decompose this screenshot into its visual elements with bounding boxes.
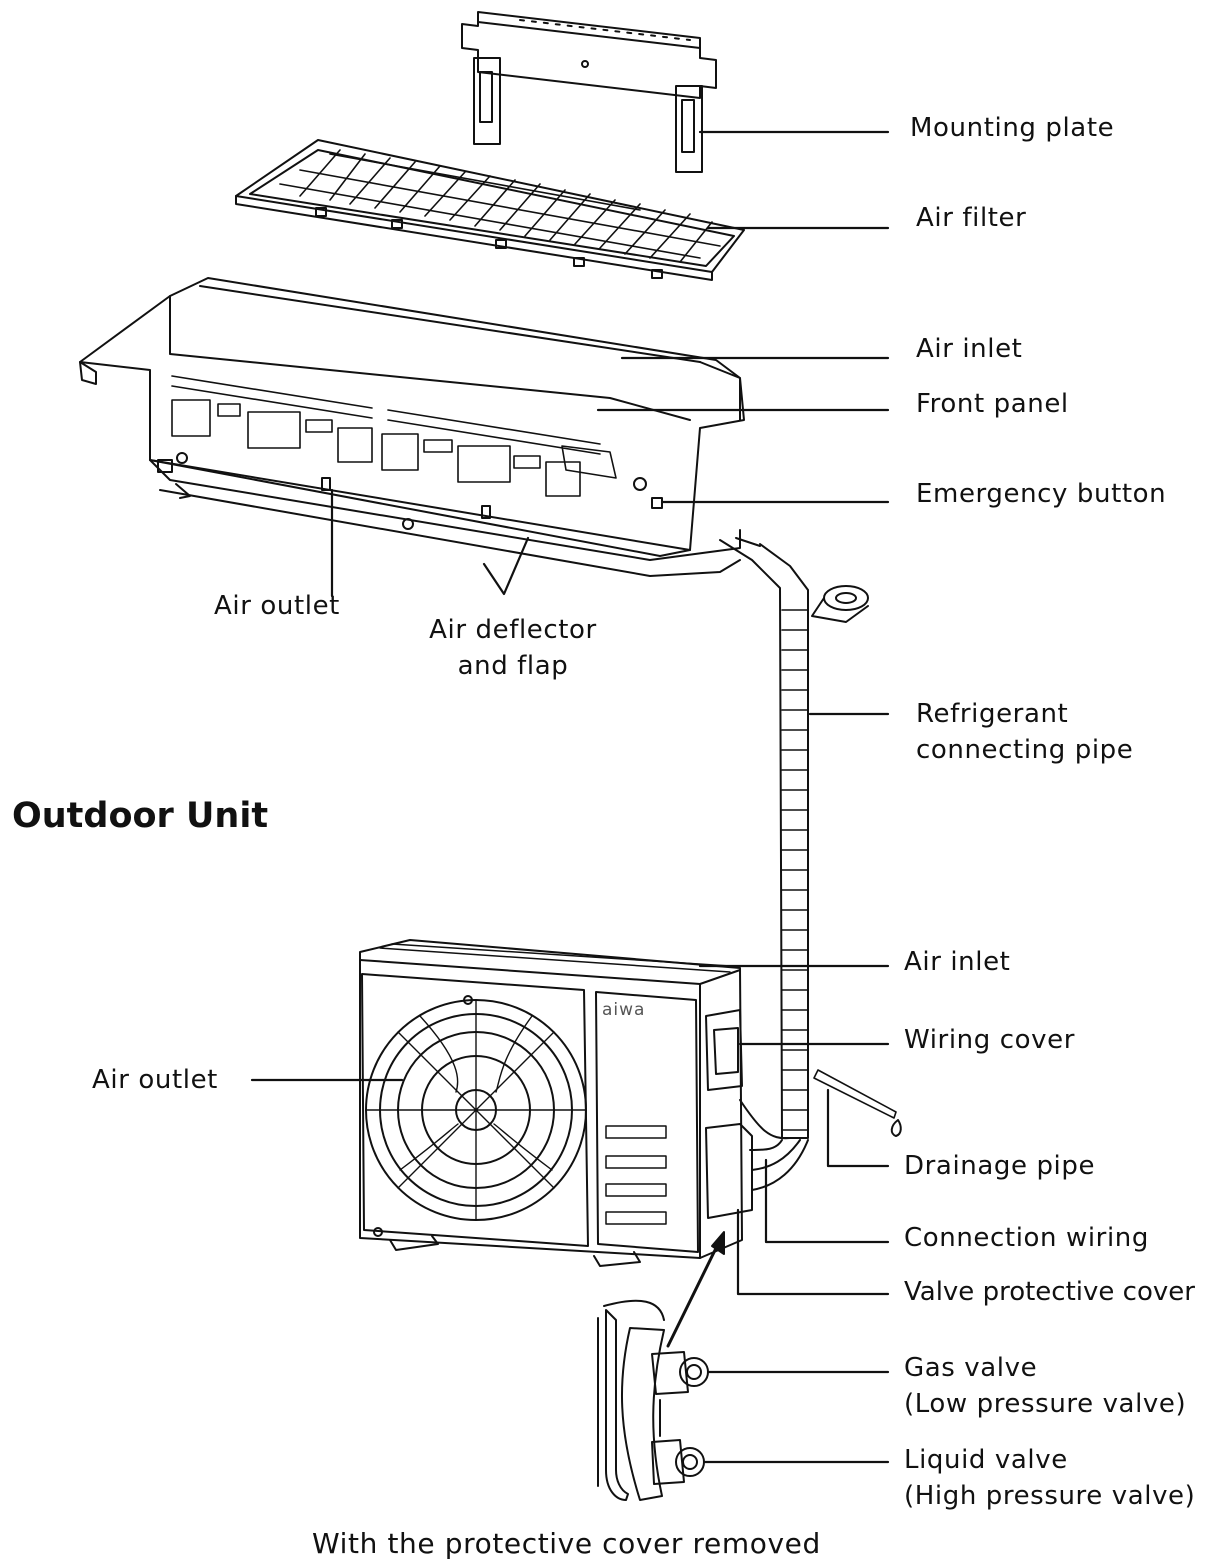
- label-refrigerant-pipe: Refrigerant connecting pipe: [916, 696, 1133, 768]
- outdoor-unit-heading: Outdoor Unit: [12, 796, 269, 836]
- valve-detail-arrow: [666, 1231, 725, 1348]
- label-connection-wiring: Connection wiring: [904, 1223, 1149, 1253]
- label-gas-valve: Gas valve (Low pressure valve): [904, 1350, 1186, 1422]
- refrigerant-pipe-drawing: [719, 537, 869, 1139]
- label-outdoor-air-outlet: Air outlet: [92, 1065, 218, 1095]
- label-gas-valve-line1: Gas valve: [904, 1353, 1038, 1383]
- label-outdoor-air-inlet: Air inlet: [904, 947, 1011, 977]
- label-liquid-valve-line2: (High pressure valve): [904, 1481, 1196, 1511]
- air-filter-drawing: [235, 139, 745, 281]
- label-air-deflector-line1: Air deflector: [429, 615, 597, 645]
- label-air-deflector-line2: and flap: [457, 651, 569, 681]
- indoor-unit-drawing: [79, 277, 745, 577]
- label-front-panel: Front panel: [916, 389, 1069, 419]
- leader-lines: [250, 130, 890, 1464]
- label-air-filter: Air filter: [916, 203, 1027, 233]
- label-refrigerant-pipe-line2: connecting pipe: [916, 735, 1134, 765]
- label-liquid-valve: Liquid valve (High pressure valve): [904, 1442, 1195, 1514]
- label-mounting-plate: Mounting plate: [910, 113, 1115, 143]
- outdoor-unit-drawing: [359, 939, 902, 1267]
- label-indoor-air-inlet: Air inlet: [916, 334, 1023, 364]
- label-emergency-button: Emergency button: [916, 479, 1167, 509]
- label-wiring-cover: Wiring cover: [904, 1025, 1075, 1055]
- label-indoor-air-outlet: Air outlet: [214, 591, 340, 621]
- label-air-deflector: Air deflector and flap: [418, 612, 608, 684]
- label-liquid-valve-line1: Liquid valve: [904, 1445, 1068, 1475]
- label-gas-valve-line2: (Low pressure valve): [904, 1389, 1187, 1419]
- mounting-plate-drawing: [461, 11, 717, 173]
- label-refrigerant-pipe-line1: Refrigerant: [916, 699, 1069, 729]
- caption-cover-removed: With the protective cover removed: [312, 1527, 821, 1560]
- brand-logo: aiwa: [602, 1000, 646, 1020]
- valve-detail-drawing: [597, 1299, 709, 1501]
- label-valve-protective-cover: Valve protective cover: [904, 1277, 1195, 1307]
- label-drainage-pipe: Drainage pipe: [904, 1151, 1096, 1181]
